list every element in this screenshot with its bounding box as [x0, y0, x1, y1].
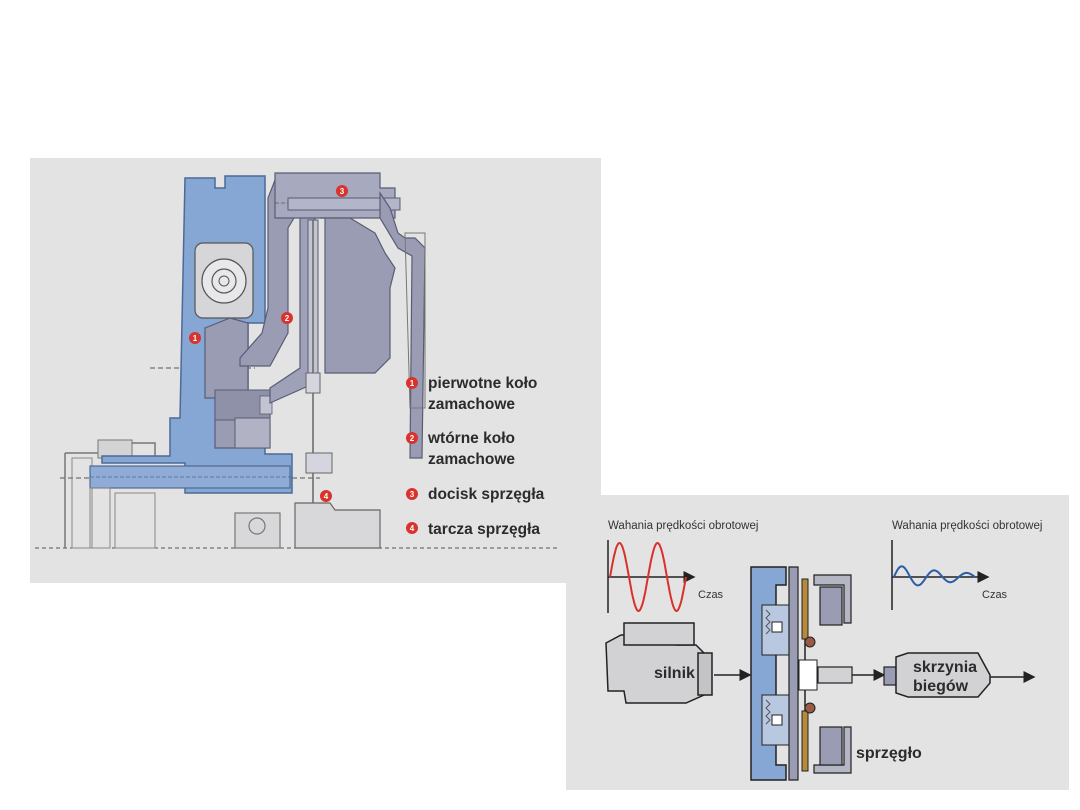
legend-item-4: 4 tarcza sprzęgła	[406, 521, 540, 538]
svg-text:2: 2	[410, 434, 415, 443]
input-shaft	[817, 666, 853, 684]
arc-spring-core	[218, 275, 230, 287]
svg-text:3: 3	[410, 490, 415, 499]
legend: 1 pierwotne koło zamachowe 2 wtórne koło…	[406, 375, 545, 538]
engine-block: silnik	[605, 622, 713, 704]
legend-item-1: 1 pierwotne koło zamachowe	[406, 375, 537, 413]
right-time-label: Czas	[982, 589, 1008, 601]
bearing-block	[234, 417, 271, 449]
clutch-disc-pivot-upper	[804, 636, 816, 648]
flywheel-cross-section-diagram: 1 2 3 4 1 pierwotne koło zamachowe 2	[35, 172, 560, 549]
schematic-spring-zigzag-lower	[765, 699, 771, 725]
pressure-plate-cover-upper	[813, 574, 852, 624]
svg-text:wtórne koło: wtórne koło	[427, 430, 515, 447]
clutch-cover-top	[274, 172, 396, 219]
crankshaft-end	[114, 492, 156, 549]
gearbox-label-line1: skrzynia	[913, 659, 977, 676]
right-wave-curve	[893, 565, 976, 587]
clutch-label: sprzęgło	[856, 745, 922, 762]
svg-text:pierwotne koło: pierwotne koło	[428, 375, 537, 392]
marker-4: 4	[320, 490, 332, 502]
rivet	[259, 395, 273, 415]
svg-text:zamachowe: zamachowe	[428, 451, 515, 468]
svg-text:4: 4	[410, 524, 415, 533]
schematic-damper-upper	[771, 621, 783, 633]
svg-text:3: 3	[340, 187, 345, 196]
schematic-spring-zigzag-upper	[765, 609, 771, 635]
arc-spring-coil	[201, 258, 247, 304]
svg-text:1: 1	[410, 379, 415, 388]
gearbox-label-line2: biegów	[913, 678, 969, 695]
pilot-bearing	[234, 512, 281, 549]
engine-label: silnik	[654, 665, 695, 682]
marker-3: 3	[336, 185, 348, 197]
clutch-lining-lower	[801, 710, 809, 772]
svg-text:tarcza sprzęgła: tarcza sprzęgła	[428, 521, 540, 538]
pressure-plate-upper	[819, 586, 843, 626]
crankshaft-flange	[89, 487, 111, 549]
svg-text:1: 1	[193, 334, 198, 343]
arc-spring-inner-coil	[211, 268, 237, 294]
clutch-disc-pivot-lower	[804, 702, 816, 714]
right-wave-caption: Wahania prędkości obrotowej	[892, 520, 1042, 532]
dual-mass-flywheel-schematic: Wahania prędkości obrotowej Czas Wahania…	[605, 520, 1042, 781]
left-wave-caption: Wahania prędkości obrotowej	[608, 520, 758, 532]
clutch-lining-upper	[801, 578, 809, 640]
engine-flange	[71, 457, 93, 549]
legend-item-2: 2 wtórne koło zamachowe	[406, 430, 515, 468]
left-wave-curve	[609, 541, 687, 613]
marker-2: 2	[281, 312, 293, 324]
clutch-hub	[798, 659, 818, 691]
dual-mass-flywheel-schematic-panel: Wahania prędkości obrotowej Czas Wahania…	[566, 495, 1069, 790]
schematic-secondary-flywheel	[788, 566, 799, 781]
svg-text:docisk sprzęgła: docisk sprzęgła	[428, 486, 545, 503]
gearbox-block: skrzynia biegów	[883, 652, 991, 698]
pilot-bearing-ball	[248, 517, 266, 535]
legend-item-3: 3 docisk sprzęgła	[406, 486, 545, 503]
schematic-damper-lower	[771, 714, 783, 726]
pressure-plate	[320, 217, 396, 374]
diaphragm-spring	[379, 191, 426, 459]
cover-bolt	[287, 197, 401, 211]
disc-rivet-upper	[305, 372, 321, 394]
svg-text:2: 2	[285, 314, 290, 323]
pressure-plate-cover-lower	[813, 726, 852, 774]
left-time-label: Czas	[698, 589, 724, 601]
marker-1: 1	[189, 332, 201, 344]
schematic-primary-flywheel	[750, 566, 787, 781]
clutch-disc-hub	[294, 502, 381, 549]
disc-hub-spring	[305, 452, 333, 474]
pressure-plate-lower	[819, 726, 843, 766]
svg-text:zamachowe: zamachowe	[428, 396, 515, 413]
release-lever-outline	[404, 232, 426, 409]
svg-text:4: 4	[324, 492, 329, 501]
flywheel-cross-section-panel: 1 2 3 4 1 pierwotne koło zamachowe 2	[30, 158, 601, 583]
